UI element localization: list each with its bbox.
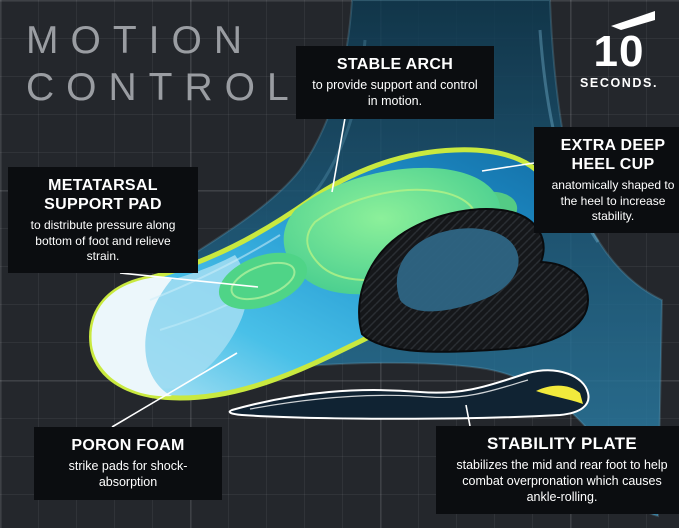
- leader-line-stability-plate: [465, 404, 471, 427]
- title-line2: CONTROL: [26, 65, 301, 109]
- callout-stability-plate-body: stabilizes the mid and rear foot to help…: [456, 458, 668, 505]
- stable-arch-zone: [283, 167, 501, 295]
- callout-poron-foam-body: strike pads for shock-absorption: [68, 459, 188, 490]
- leader-line-metatarsal: [119, 272, 259, 288]
- callout-metatarsal-body: to distribute pressure along bottom of f…: [30, 218, 176, 263]
- callout-stability-plate-heading: STABILITY PLATE: [487, 434, 637, 453]
- metatarsal-pad-zone: [218, 252, 308, 310]
- callout-stable-arch-body: to provide support and control in motion…: [312, 78, 478, 109]
- leader-line-heel-cup: [481, 162, 535, 172]
- callout-stability-plate: STABILITY PLATE stabilizes the mid and r…: [436, 426, 679, 515]
- callout-stable-arch-heading: STABLE ARCH: [336, 56, 454, 73]
- callout-heel-cup: EXTRA DEEP HEEL CUP anatomically shaped …: [534, 127, 679, 234]
- brand-number: 10: [593, 27, 645, 76]
- callout-metatarsal-heading: METATARSAL SUPPORT PAD: [44, 177, 162, 214]
- callout-metatarsal: METATARSAL SUPPORT PAD to distribute pre…: [8, 167, 198, 274]
- title-line1: MOTION: [26, 19, 254, 62]
- callout-heel-cup-body: anatomically shaped to the heel to incre…: [551, 178, 675, 223]
- leader-line-stable-arch: [331, 117, 346, 193]
- toe-cushion-zone: [99, 255, 247, 389]
- callout-heel-cup-heading: EXTRA DEEP HEEL CUP: [560, 137, 666, 174]
- pennant-icon: [611, 11, 655, 30]
- leader-line-poron: [111, 352, 238, 428]
- callout-stable-arch: STABLE ARCH to provide support and contr…: [296, 46, 494, 119]
- brand-word: SECONDS.: [579, 75, 659, 90]
- plate-heel-wedge: [536, 385, 583, 404]
- brand-logo: 10 SECONDS.: [575, 10, 663, 90]
- poron-foam-zone: [91, 276, 172, 397]
- callout-poron-foam: PORON FOAM strike pads for shock-absorpt…: [34, 427, 222, 500]
- callout-poron-foam-heading: PORON FOAM: [71, 437, 185, 454]
- stability-plate-illustration: [228, 369, 590, 420]
